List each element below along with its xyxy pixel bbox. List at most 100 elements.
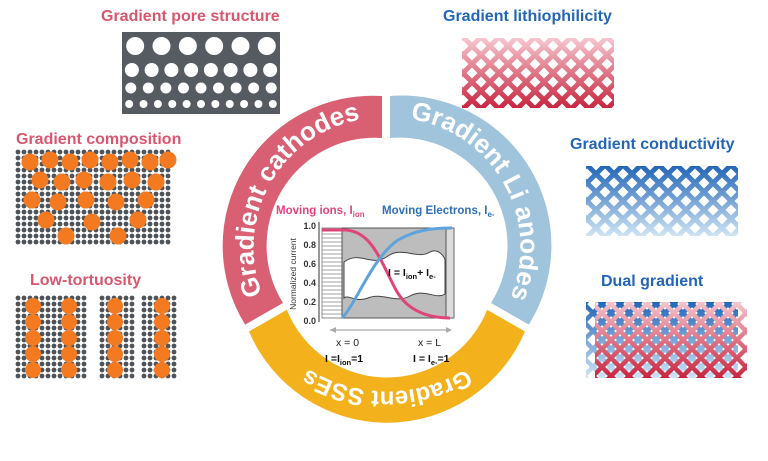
gray-particle (45, 367, 51, 373)
mesh-strand (605, 302, 689, 378)
gray-particle (99, 343, 105, 349)
gray-particle (45, 313, 51, 319)
gray-particle (165, 203, 171, 209)
gray-particle (153, 203, 159, 209)
gray-particle (45, 167, 51, 173)
orange-particle (81, 151, 99, 169)
pore-hole (124, 63, 139, 77)
gray-particle (39, 373, 45, 379)
gray-particle (141, 373, 147, 379)
central-plot: Moving ions, Iion Moving Electrons, Ie- … (276, 205, 495, 367)
pore-hole (125, 100, 134, 108)
gray-particle (87, 233, 93, 239)
pore-hole (240, 100, 249, 108)
orange-particle (53, 173, 71, 191)
gray-particle (93, 185, 99, 191)
gray-particle (57, 331, 63, 337)
mesh-strand (532, 38, 610, 108)
gray-particle (75, 325, 81, 331)
gray-particle (123, 295, 129, 301)
gray-particle (51, 337, 57, 343)
gray-particle (51, 233, 57, 239)
gray-particle (123, 361, 129, 367)
ring-segment-cathodes (222, 95, 382, 325)
gray-particle (153, 221, 159, 227)
gray-particle (21, 325, 27, 331)
gray-particle (141, 361, 147, 367)
gray-particle (147, 221, 153, 227)
gray-particle (141, 349, 147, 355)
moving-electrons-label: Moving Electrons, I (382, 205, 487, 217)
gray-particle (93, 239, 99, 245)
gray-particle (165, 343, 171, 349)
gray-particle (141, 331, 147, 337)
gray-particle (69, 173, 75, 179)
gray-particle (21, 361, 27, 367)
gray-particle (45, 331, 51, 337)
gray-particle (45, 355, 51, 361)
gray-particle (147, 319, 153, 325)
gray-particle (153, 149, 159, 155)
mesh-strand (644, 38, 714, 108)
gray-particle (75, 215, 81, 221)
pore-hole (164, 63, 179, 77)
gray-particle (129, 233, 135, 239)
orange-particle (61, 362, 77, 378)
pore-hole (265, 82, 277, 94)
gray-particle (69, 221, 75, 227)
svg-text:Moving Electrons, Ie-: Moving Electrons, Ie- (382, 205, 495, 219)
gray-particle (63, 215, 69, 221)
gray-particle (45, 349, 51, 355)
gray-particle (57, 209, 63, 215)
gray-particle (45, 301, 51, 307)
gray-particle (99, 233, 105, 239)
label-gradient-pore-structure: Gradient pore structure (101, 8, 280, 25)
gray-particle (117, 167, 123, 173)
tortuosity-particles (15, 295, 177, 379)
mesh-strand (586, 302, 608, 324)
orange-particle (141, 153, 159, 171)
gray-particle (15, 349, 21, 355)
gray-particle (15, 149, 21, 155)
gray-particle (39, 361, 45, 367)
orange-particle (154, 362, 170, 378)
gray-particle (147, 337, 153, 343)
pore-hole (263, 63, 278, 77)
gray-particle (117, 173, 123, 179)
gray-particle (87, 239, 93, 245)
mesh-strand (641, 302, 725, 378)
mesh-strand (586, 166, 626, 206)
mesh-strand (602, 166, 680, 236)
gray-particle (57, 295, 63, 301)
mesh-strand (713, 344, 747, 378)
gray-particle (45, 185, 51, 191)
gray-particle (99, 239, 105, 245)
mesh-strand (595, 302, 653, 360)
ytick-1: 1.0 (303, 221, 316, 231)
gray-particle (147, 355, 153, 361)
mesh-strand (586, 166, 662, 236)
gray-particle (45, 191, 51, 197)
mesh-strand (750, 166, 768, 236)
gray-particle (123, 191, 129, 197)
pore-hole (142, 82, 154, 94)
gray-particle (129, 239, 135, 245)
gray-particle (93, 167, 99, 173)
orange-particle (61, 330, 77, 346)
gray-particle (45, 373, 51, 379)
mesh-strand (462, 38, 538, 108)
gray-particle (69, 197, 75, 203)
gray-particle (93, 191, 99, 197)
gray-particle (39, 307, 45, 313)
pore-hole (182, 100, 191, 108)
orange-particle (75, 171, 93, 189)
gray-particle (57, 161, 63, 167)
gray-particle (15, 337, 21, 343)
mesh-strand (478, 38, 556, 108)
mesh-strand (614, 302, 698, 378)
gray-particle (141, 149, 147, 155)
gray-particle (123, 209, 129, 215)
gray-particle (15, 367, 21, 373)
gray-particle (81, 301, 87, 307)
gray-particle (99, 337, 105, 343)
